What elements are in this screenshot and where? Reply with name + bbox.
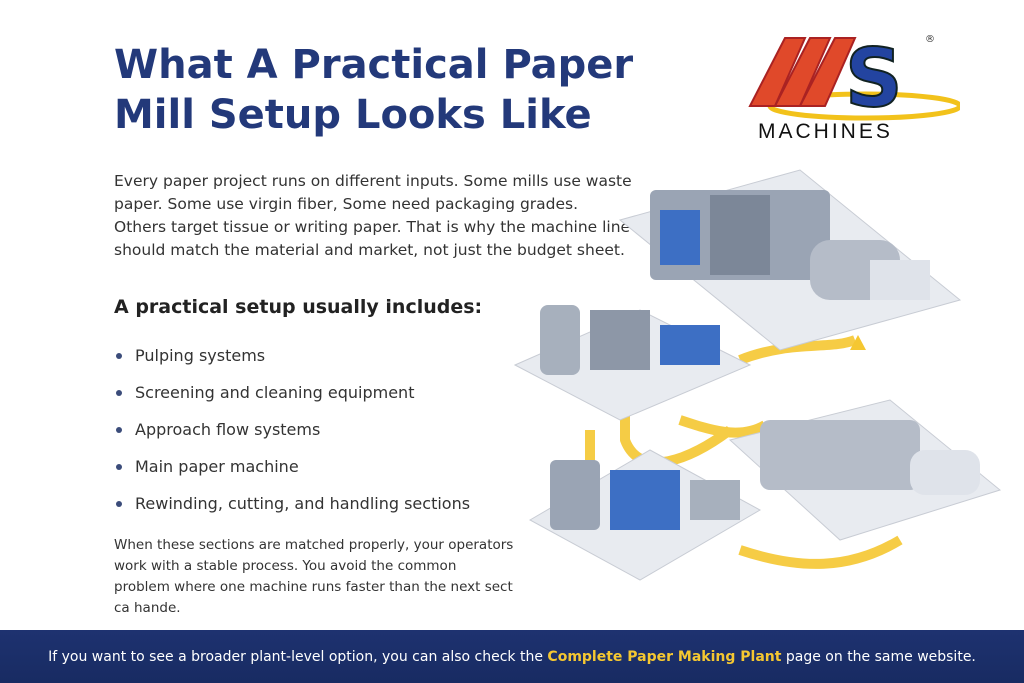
list-item: Approach flow systems bbox=[116, 411, 470, 448]
list-item-label: Screening and cleaning equipment bbox=[135, 383, 415, 402]
svg-text:®: ® bbox=[925, 34, 935, 45]
footer-text-before: If you want to see a broader plant-level… bbox=[48, 648, 548, 665]
bullet-icon bbox=[116, 389, 122, 396]
setup-list: Pulping systems Screening and cleaning e… bbox=[116, 337, 470, 522]
list-item-label: Main paper machine bbox=[135, 457, 299, 476]
paper-mill-illustration bbox=[513, 169, 1002, 581]
list-item-label: Rewinding, cutting, and handling section… bbox=[135, 494, 471, 513]
list-item: Rewinding, cutting, and handling section… bbox=[116, 485, 470, 522]
footer-banner: If you want to see a broader plant-level… bbox=[0, 630, 1024, 683]
svg-text:S: S bbox=[845, 32, 903, 125]
list-item: Main paper machine bbox=[116, 448, 470, 485]
list-item-label: Approach flow systems bbox=[135, 420, 321, 439]
logo-text: MACHINES bbox=[758, 120, 893, 143]
bullet-icon bbox=[116, 352, 122, 359]
page-title: What A Practical Paper Mill Setup Looks … bbox=[114, 42, 634, 138]
bullet-icon bbox=[116, 500, 122, 507]
footer-text: If you want to see a broader plant-level… bbox=[48, 649, 976, 665]
subheading: A practical setup usually includes: bbox=[114, 296, 483, 318]
list-item: Screening and cleaning equipment bbox=[116, 374, 470, 411]
ms-machines-logo: S ® bbox=[748, 31, 960, 126]
complete-paper-making-plant-link[interactable]: Complete Paper Making Plant bbox=[547, 648, 782, 665]
outro-paragraph: When these sections are matched properly… bbox=[114, 537, 514, 616]
list-item: Pulping systems bbox=[116, 337, 470, 374]
footer-text-after: page on the same website. bbox=[781, 648, 976, 665]
intro-paragraph: Every paper project runs on different in… bbox=[114, 172, 632, 259]
bullet-icon bbox=[116, 463, 122, 470]
bullet-icon bbox=[116, 426, 122, 433]
list-item-label: Pulping systems bbox=[135, 346, 266, 365]
